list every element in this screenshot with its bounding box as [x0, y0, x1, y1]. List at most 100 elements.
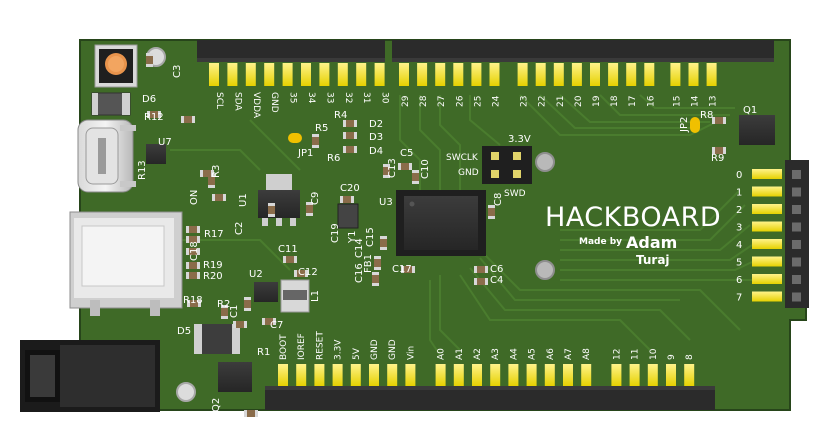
passive-part	[343, 132, 357, 139]
refdes-c20: C20	[340, 183, 360, 194]
bottom-pin-1	[296, 364, 307, 386]
top-pin-label: 31	[361, 92, 371, 103]
passive-part	[244, 297, 251, 311]
bottom-pin-13	[526, 364, 537, 386]
passive-part	[221, 305, 228, 319]
refdes-r2: R2	[217, 299, 230, 310]
right-pin-3	[752, 221, 782, 232]
top-pin-r-15	[688, 63, 699, 86]
component-d5	[194, 324, 240, 354]
mount-hole-c1	[535, 152, 555, 172]
top-pin-label: 15	[672, 96, 682, 107]
top-pin-label: 34	[306, 92, 316, 104]
refdes-d2: D2	[369, 119, 383, 130]
bottom-pin-label: 9	[667, 354, 677, 360]
component-l1	[280, 279, 310, 313]
right-pin-hole-0	[792, 170, 801, 179]
top-pin-r-7	[535, 63, 546, 86]
top-pins-right	[399, 63, 717, 86]
refdes-r4: R4	[334, 110, 347, 121]
top-pin-r-16	[706, 63, 717, 86]
right-pin-hole-4	[792, 240, 801, 249]
refdes-r3: R3	[211, 165, 222, 178]
refdes-d6: D6	[142, 94, 156, 105]
top-pin-label: 35	[288, 92, 298, 103]
passive-part	[294, 270, 308, 277]
refdes-c15: C15	[365, 227, 376, 247]
made-by-label: Made by	[579, 237, 622, 247]
bottom-pin-0	[278, 364, 288, 386]
right-pin-5	[752, 256, 782, 267]
passive-part	[181, 116, 195, 123]
passive-part	[186, 248, 200, 255]
bottom-pin-label: 10	[649, 348, 659, 360]
bottom-pin-label: Vin	[406, 346, 416, 360]
bottom-pin-label: 5V	[352, 347, 362, 360]
swd-label-gnd: GND	[458, 168, 479, 178]
top-pin-label: 14	[691, 95, 701, 107]
component-d6	[91, 92, 131, 116]
top-pin-6	[319, 63, 330, 86]
bottom-pin-label: A4	[509, 348, 519, 360]
dc-barrel-jack	[20, 340, 160, 412]
passive-part	[340, 196, 354, 203]
refdes-c10: C10	[420, 159, 431, 179]
bottom-pin-label: BOOT	[279, 334, 289, 360]
refdes-c16: C16	[354, 263, 365, 283]
component-q2	[218, 362, 252, 392]
passive-part	[186, 236, 200, 243]
bottom-pin-label: A0	[437, 348, 447, 360]
right-pin-0	[752, 169, 782, 179]
passive-part	[186, 262, 200, 269]
top-pin-label: SDA	[232, 92, 242, 111]
component-u3-mcu	[396, 190, 486, 256]
top-pin-label: GND	[269, 92, 279, 113]
top-pin-r-1	[417, 63, 428, 86]
top-pin-label: 20	[574, 95, 584, 107]
top-pin-label: 29	[401, 95, 411, 107]
reset-button[interactable]	[94, 44, 138, 88]
sd-card-slot	[69, 211, 183, 316]
top-pin-1	[227, 63, 238, 86]
passive-part	[312, 134, 319, 148]
passive-part	[200, 170, 214, 177]
refdes-d4: D4	[369, 146, 383, 157]
top-pin-label: 17	[628, 96, 638, 107]
top-pin-label: 30	[380, 92, 390, 104]
refdes-r8: R8	[700, 110, 713, 121]
passive-part	[262, 318, 276, 325]
right-pin-label: 3	[736, 223, 742, 234]
refdes-on: ON	[189, 190, 200, 205]
top-pin-r-12	[626, 63, 637, 86]
refdes-jp1: JP1	[297, 148, 313, 159]
component-y1	[337, 203, 359, 229]
bottom-pin-4	[350, 364, 361, 386]
right-pin-label: 5	[736, 258, 742, 269]
bottom-pin-10	[472, 364, 482, 386]
mount-hole-bl	[176, 382, 196, 402]
refdes-c13: C13	[387, 158, 398, 178]
top-pin-7	[337, 63, 348, 86]
passive-part	[233, 321, 247, 328]
bottom-pin-20	[666, 364, 676, 386]
passive-part	[186, 272, 200, 279]
swd-label-clk: SWCLK	[446, 153, 479, 163]
bottom-pin-label: 8	[685, 354, 695, 360]
bottom-pin-12	[508, 364, 519, 386]
component-jp1	[288, 133, 302, 143]
bottom-pin-label: A5	[528, 348, 538, 360]
refdes-c17: C17	[392, 264, 412, 275]
right-pin-hole-5	[792, 257, 801, 267]
right-pin-label: 6	[736, 275, 742, 286]
refdes-q1: Q1	[743, 105, 757, 116]
top-header-left	[197, 40, 385, 62]
passive-part	[343, 120, 357, 127]
bottom-pin-5	[369, 364, 379, 386]
component-swd-header[interactable]	[482, 146, 532, 184]
bottom-pin-19	[647, 364, 658, 386]
top-pin-label: 27	[437, 96, 447, 107]
top-pin-8	[356, 63, 367, 86]
top-pin-4	[282, 63, 293, 86]
